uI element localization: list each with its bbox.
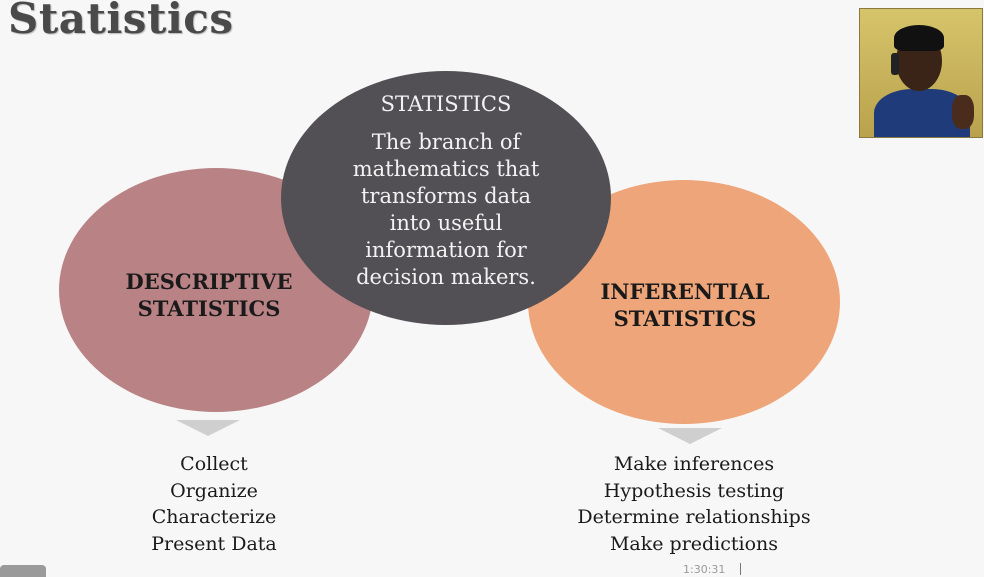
presenter-hair <box>894 25 944 51</box>
statistics-ellipse <box>281 71 611 325</box>
descriptive-activities-list: Collect Organize Characterize Present Da… <box>114 451 314 557</box>
list-item: Make inferences <box>613 453 775 475</box>
list-item: Collect <box>180 453 248 475</box>
presenter-webcam-video <box>859 8 983 138</box>
presenter-hand <box>952 95 974 129</box>
definition-line: information for <box>365 238 527 262</box>
inferential-activities-list: Make inferences Hypothesis testing Deter… <box>544 451 844 557</box>
player-control-tab[interactable] <box>0 565 46 577</box>
text-cursor <box>740 563 741 575</box>
definition-line: decision makers. <box>356 265 536 289</box>
down-arrow-icon <box>658 428 722 444</box>
descriptive-statistics-label: DESCRIPTIVE STATISTICS <box>59 268 359 322</box>
list-item: Hypothesis testing <box>603 479 785 502</box>
headset-icon <box>891 53 899 75</box>
down-arrow-icon <box>176 420 240 436</box>
descriptive-label-line: STATISTICS <box>137 296 281 321</box>
list-item: Present Data <box>151 532 277 555</box>
player-timestamp: 1:30:31 <box>683 563 726 576</box>
statistics-definition: The branch of mathematics that transform… <box>326 129 566 291</box>
definition-line: mathematics that <box>352 157 540 181</box>
statistics-heading: STATISTICS <box>380 92 512 116</box>
definition-line: into useful <box>389 211 503 235</box>
slide-title: Statistics <box>8 0 234 43</box>
list-item: Characterize <box>151 506 277 528</box>
descriptive-label-line: DESCRIPTIVE <box>125 269 293 294</box>
inferential-statistics-label: INFERENTIAL STATISTICS <box>540 278 830 332</box>
definition-line: transforms data <box>360 184 532 208</box>
list-item: Make predictions <box>609 532 779 555</box>
inferential-label-line: STATISTICS <box>613 306 757 331</box>
definition-line: The branch of <box>371 130 521 154</box>
list-item: Organize <box>170 479 258 502</box>
inferential-label-line: INFERENTIAL <box>600 279 770 304</box>
list-item: Determine relationships <box>577 506 811 528</box>
